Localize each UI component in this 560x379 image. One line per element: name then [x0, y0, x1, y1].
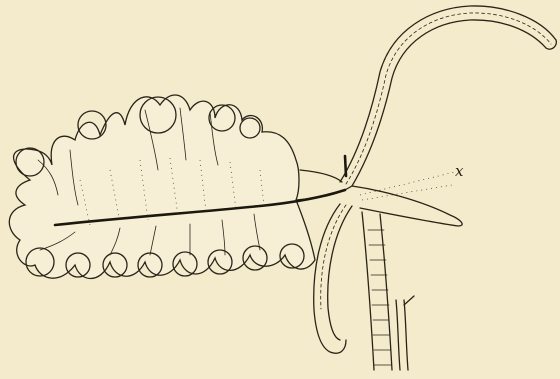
x-marker-label: x — [455, 164, 463, 179]
central-trunk — [296, 156, 462, 226]
feathered-body — [9, 95, 345, 279]
descending-tube-right — [362, 212, 414, 370]
upper-curved-tube — [340, 6, 556, 186]
descending-tube-left — [314, 204, 352, 353]
